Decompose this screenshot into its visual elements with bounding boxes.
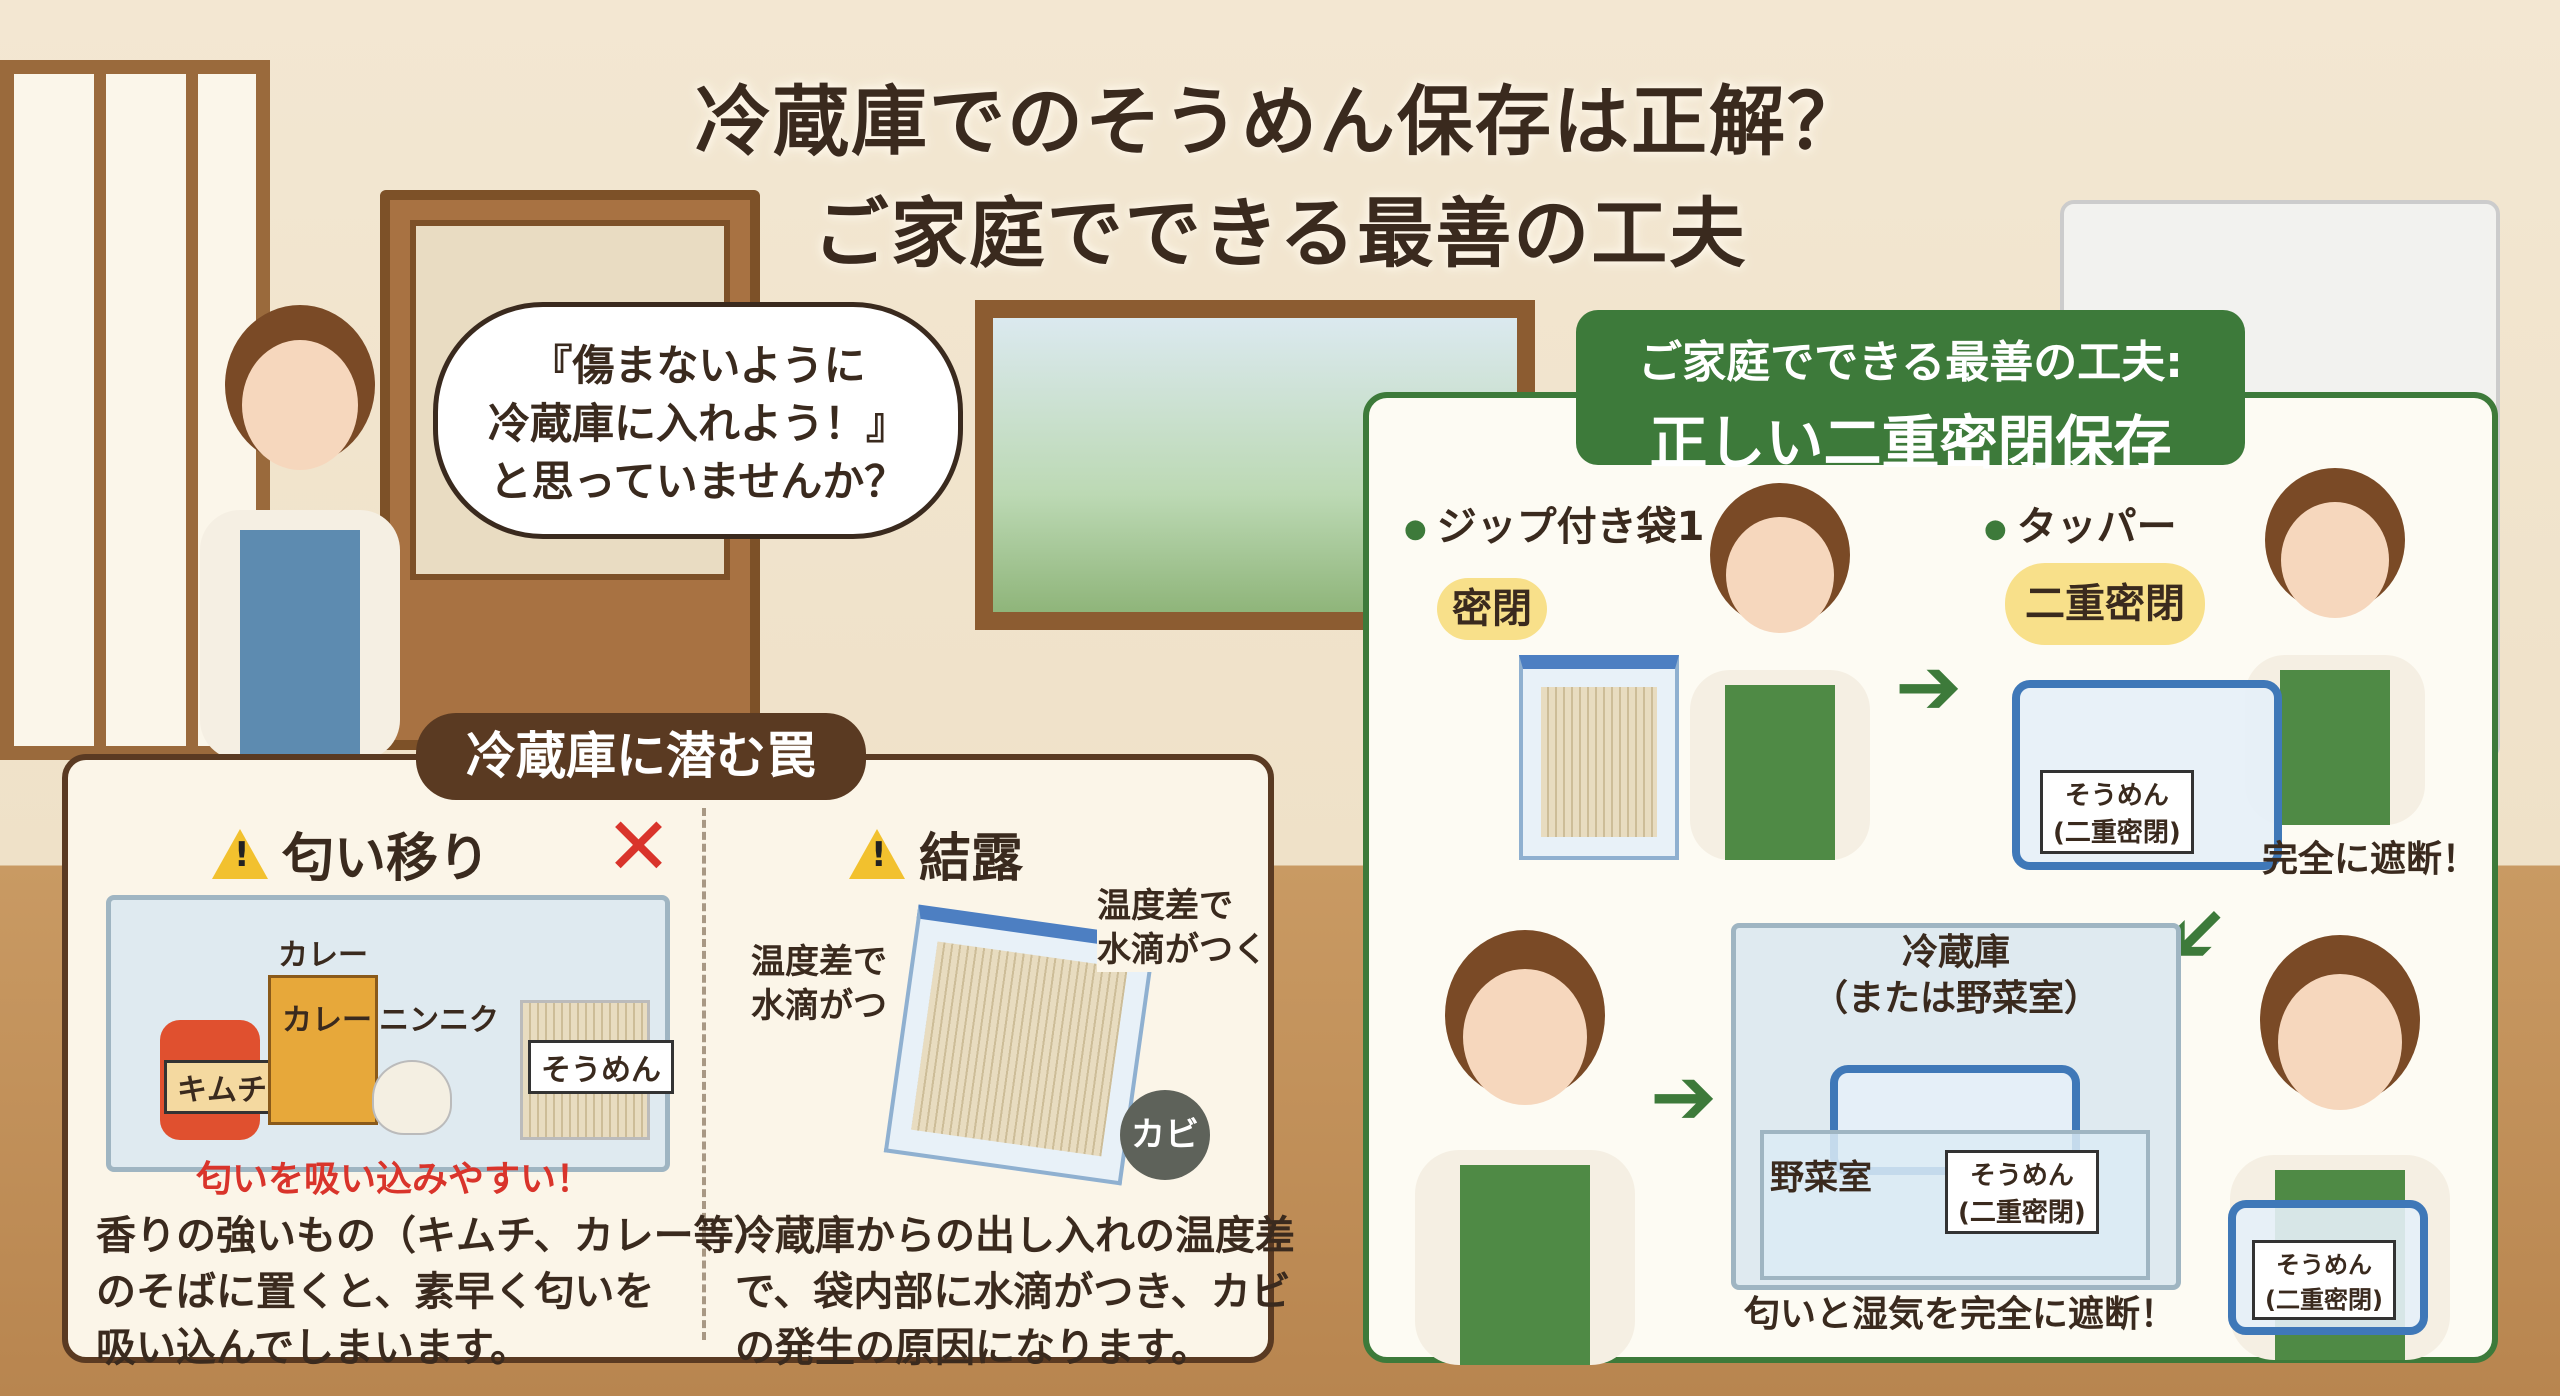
- step1-label: ジップ付き袋1: [1404, 494, 1705, 552]
- label-line: 温度差で: [1097, 886, 1233, 926]
- odor-description: 香りの強いもの（キムチ、カレー等） のそばに置くと、素早く匂いを 吸い込んでしま…: [96, 1208, 774, 1376]
- label-line: (二重密閉): [2265, 1286, 2383, 1314]
- drawer-label: 野菜室: [1770, 1158, 1872, 1198]
- odor-desc-line: 吸い込んでしまいます。: [96, 1325, 530, 1371]
- woman-illustration: [1690, 483, 1870, 860]
- worried-woman-illustration: [200, 305, 400, 760]
- somen-label: そうめん: [528, 1040, 674, 1094]
- odor-desc-line: 香りの強いもの（キムチ、カレー等）: [96, 1213, 774, 1259]
- condensation-label-left: 温度差で 水滴がつ: [751, 940, 887, 1028]
- speech-line3: と思っていませんか？: [489, 457, 907, 506]
- tupperware-label: そうめん (二重密閉): [2040, 770, 2194, 854]
- warning-icon: [849, 828, 905, 879]
- arrow-right-icon: ➔: [1895, 640, 1963, 733]
- mold-icon: カビ: [1120, 1090, 1210, 1180]
- step2-label: タッパー: [1984, 494, 2177, 552]
- arrow-right-icon: ➔: [1650, 1050, 1718, 1143]
- red-x-icon: ✕: [605, 800, 673, 893]
- label-line: 水滴がつ: [751, 986, 887, 1026]
- zip-bag: [1519, 655, 1679, 860]
- label-line: そうめん: [2064, 781, 2169, 811]
- label-line: そうめん: [1969, 1161, 2074, 1191]
- odor-heading: 匂い移り: [212, 816, 490, 891]
- garlic-label: ニンニク: [379, 1003, 499, 1038]
- condensation-heading-text: 結露: [919, 829, 1024, 889]
- header-line1: ご家庭でできる最善の工夫:: [1638, 337, 2183, 388]
- speech-bubble: 『傷まないように 冷蔵庫に入れよう！』 と思っていませんか？: [433, 302, 963, 539]
- cond-desc-line: 冷蔵庫からの出し入れの温度差: [735, 1213, 1295, 1259]
- cond-desc-line: で、袋内部に水滴がつき、カビ: [735, 1269, 1291, 1315]
- odor-heading-text: 匂い移り: [282, 829, 491, 889]
- fridge-label: 冷蔵庫 （または野菜室）: [1731, 930, 2181, 1022]
- step3-note: 匂いと湿気を完全に遮断！: [1743, 1294, 2176, 1335]
- condensation-heading: 結露: [849, 816, 1023, 891]
- kitchen-window-left: [0, 60, 270, 760]
- speech-line1: 『傷まないように: [530, 341, 866, 390]
- warning-icon: [212, 828, 268, 879]
- label-line: 冷蔵庫: [1901, 932, 2010, 973]
- curry-label-top: カレー: [278, 938, 368, 973]
- curry-box-label: カレー: [282, 1003, 372, 1038]
- label-line: 温度差で: [751, 942, 887, 982]
- label-line: 水滴がつく: [1097, 930, 1267, 970]
- odor-desc-line: のそばに置くと、素早く匂いを: [96, 1269, 655, 1315]
- condensation-label-right: 温度差で 水滴がつく: [1097, 884, 1267, 972]
- cond-desc-line: の発生の原因になります。: [735, 1325, 1211, 1371]
- double-seal-header: ご家庭でできる最善の工夫: 正しい二重密閉保存: [1576, 310, 2245, 477]
- panel-divider: [702, 808, 706, 1340]
- step2-bubble: 二重密閉: [2005, 563, 2205, 645]
- title-line1: 冷蔵庫でのそうめん保存は正解？: [695, 77, 1865, 166]
- woman-illustration: [2245, 468, 2425, 825]
- title-line2: ご家庭でできる最善の工夫: [812, 189, 1748, 278]
- label-line: （または野菜室）: [1811, 978, 2100, 1019]
- label-line: (二重密閉): [1958, 1198, 2086, 1228]
- header-line2: 正しい二重密閉保存: [1649, 409, 2172, 477]
- step1-bubble: 密閉: [1437, 578, 1547, 640]
- curry-box: [268, 975, 378, 1125]
- garlic: [372, 1060, 452, 1135]
- drawer-container-label: そうめん (二重密閉): [1945, 1150, 2099, 1234]
- odor-warning: 匂いを吸い込みやすい！: [196, 1159, 593, 1200]
- kimchi-label: キムチ: [164, 1060, 280, 1114]
- condensation-description: 冷蔵庫からの出し入れの温度差 で、袋内部に水滴がつき、カビ の発生の原因になりま…: [735, 1208, 1295, 1376]
- handheld-container-label: そうめん (二重密閉): [2252, 1240, 2396, 1320]
- step2-note: 完全に遮断！: [2262, 839, 2479, 880]
- label-line: そうめん: [2275, 1251, 2372, 1279]
- woman-thumbs-up-illustration: [1415, 930, 1635, 1365]
- fridge-traps-header: 冷蔵庫に潜む罠: [416, 713, 866, 800]
- label-line: (二重密閉): [2053, 818, 2181, 848]
- speech-line2: 冷蔵庫に入れよう！』: [487, 399, 908, 448]
